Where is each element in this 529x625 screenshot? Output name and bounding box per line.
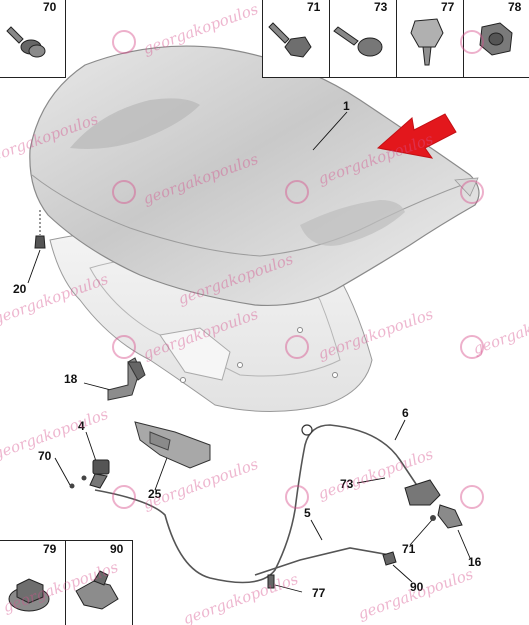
inset-label: 79 bbox=[43, 542, 57, 556]
inset-70: 70 bbox=[0, 0, 66, 78]
inset-label: 73 bbox=[374, 0, 388, 14]
callout-77: 77 bbox=[312, 586, 326, 600]
pan-head-screw-icon bbox=[333, 26, 383, 57]
release-cable-5 bbox=[94, 424, 421, 584]
callout-20: 20 bbox=[13, 282, 27, 296]
cable-clip-icon bbox=[75, 570, 119, 610]
fastener-20 bbox=[34, 210, 46, 249]
inset-71: 71 bbox=[262, 0, 330, 78]
hood-lock-4 bbox=[69, 459, 110, 489]
red-arrow-icon bbox=[376, 113, 457, 159]
liner-hole bbox=[180, 377, 186, 383]
cable-clip-90 bbox=[382, 551, 397, 566]
callout-70: 70 bbox=[38, 449, 52, 463]
clip-77 bbox=[267, 574, 275, 589]
callout-6: 6 bbox=[402, 406, 409, 420]
callout-71: 71 bbox=[402, 542, 416, 556]
callout-73: 73 bbox=[340, 477, 354, 491]
liner-hole bbox=[297, 327, 303, 333]
hood-right-scoop bbox=[300, 200, 405, 246]
liner-hole bbox=[332, 372, 338, 378]
liner-hole bbox=[237, 362, 243, 368]
inset-73: 73 bbox=[329, 0, 397, 78]
nut-icon bbox=[479, 22, 513, 56]
flange-nut-icon bbox=[8, 578, 50, 612]
screw-with-washer-icon bbox=[6, 26, 46, 58]
cable-grommet bbox=[301, 424, 313, 436]
callout-1: 1 bbox=[343, 99, 350, 113]
hex-head-screw-icon bbox=[268, 22, 312, 58]
inset-77: 77 bbox=[396, 0, 464, 78]
striker-bracket-25 bbox=[134, 421, 211, 469]
callout-18: 18 bbox=[64, 372, 78, 386]
inset-label: 77 bbox=[441, 0, 455, 14]
inset-78: 78 bbox=[463, 0, 529, 78]
inset-79: 79 bbox=[0, 540, 66, 625]
inset-label: 90 bbox=[110, 542, 124, 556]
inset-label: 70 bbox=[43, 0, 57, 14]
hood-left-scoop bbox=[70, 98, 200, 149]
hood-corner-right bbox=[454, 177, 479, 197]
inset-label: 78 bbox=[508, 0, 522, 14]
hood-hinge-18 bbox=[107, 357, 146, 401]
callout-4: 4 bbox=[78, 419, 85, 433]
cable-lower-branch bbox=[254, 547, 391, 576]
callout-5: 5 bbox=[304, 506, 311, 520]
callout-25: 25 bbox=[148, 487, 162, 501]
callout-90: 90 bbox=[410, 580, 424, 594]
liner-cutout bbox=[159, 327, 231, 381]
inset-label: 71 bbox=[307, 0, 321, 14]
release-lever-assembly bbox=[404, 479, 463, 529]
callout-16: 16 bbox=[468, 555, 482, 569]
inset-90: 90 bbox=[65, 540, 133, 625]
plastic-clip-icon bbox=[410, 18, 444, 66]
